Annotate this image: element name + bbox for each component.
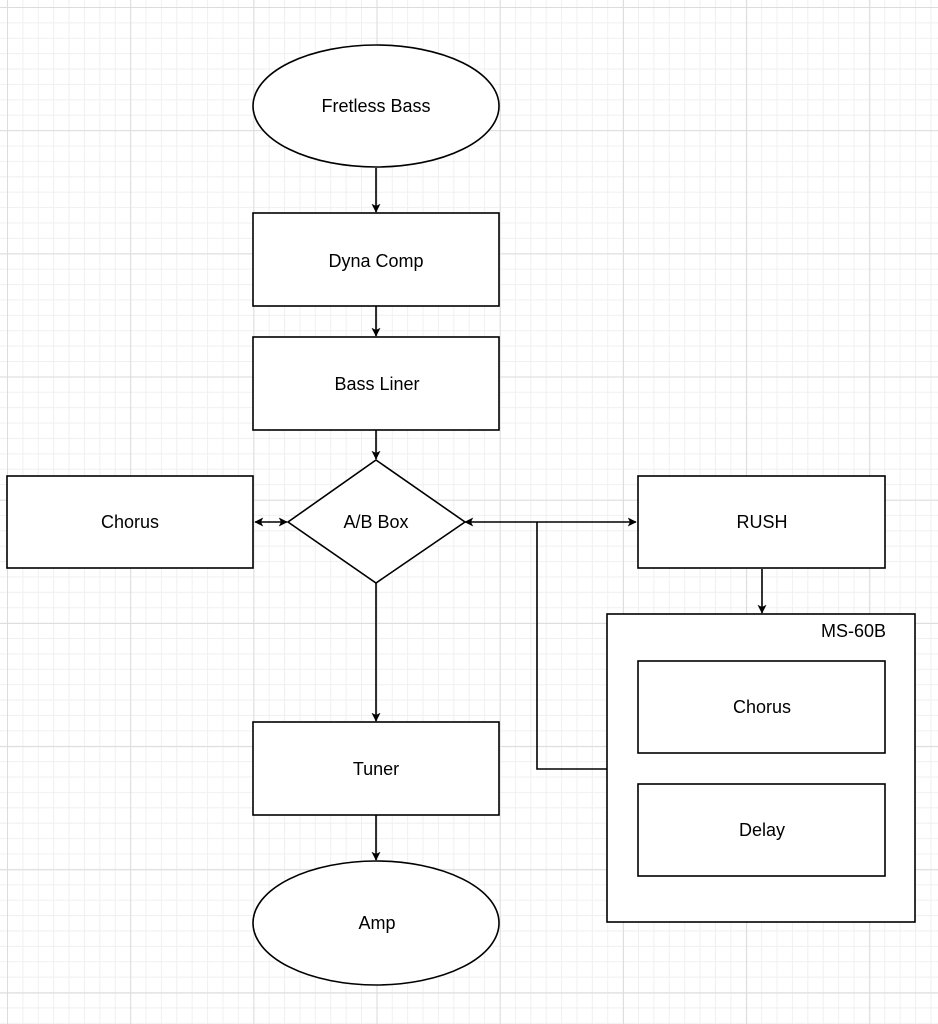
node-ms60b-chorus[interactable]: Chorus bbox=[637, 660, 886, 754]
ms60b-chorus-label: Chorus bbox=[733, 697, 791, 717]
node-dyna-comp[interactable]: Dyna Comp bbox=[252, 212, 500, 307]
chorus-left-box bbox=[6, 475, 254, 569]
bass-liner-box bbox=[252, 336, 500, 431]
bass-liner-label: Bass Liner bbox=[334, 374, 419, 394]
chorus-left-label: Chorus bbox=[101, 512, 159, 532]
rush-box bbox=[637, 475, 886, 569]
node-amp[interactable]: Amp bbox=[252, 860, 500, 986]
fretless-bass-ellipse bbox=[252, 44, 500, 168]
node-bass-liner[interactable]: Bass Liner bbox=[252, 336, 500, 431]
node-ab-box[interactable]: A/B Box bbox=[286, 459, 467, 584]
tuner-box bbox=[252, 721, 500, 816]
node-tuner[interactable]: Tuner bbox=[252, 721, 500, 816]
ms60b-delay-label: Delay bbox=[739, 820, 785, 840]
node-chorus-left[interactable]: Chorus bbox=[6, 475, 254, 569]
ab-box-diamond bbox=[286, 459, 467, 584]
node-ms60b-delay[interactable]: Delay bbox=[637, 783, 886, 877]
node-fretless-bass[interactable]: Fretless Bass bbox=[252, 44, 500, 168]
dyna-comp-box bbox=[252, 212, 500, 307]
rush-label: RUSH bbox=[736, 512, 787, 532]
dyna-comp-label: Dyna Comp bbox=[328, 251, 423, 271]
node-rush[interactable]: RUSH bbox=[637, 475, 886, 569]
ms60b-delay-box bbox=[637, 783, 886, 877]
amp-label: Amp bbox=[358, 913, 395, 933]
ab-box-label: A/B Box bbox=[343, 512, 408, 532]
ms60b-label: MS-60B bbox=[821, 621, 886, 641]
tuner-label: Tuner bbox=[353, 759, 399, 779]
edge-ms60b-return-to-abbox bbox=[536, 522, 607, 770]
fretless-bass-label: Fretless Bass bbox=[321, 96, 430, 116]
amp-ellipse bbox=[252, 860, 500, 986]
ms60b-chorus-box bbox=[637, 660, 886, 754]
